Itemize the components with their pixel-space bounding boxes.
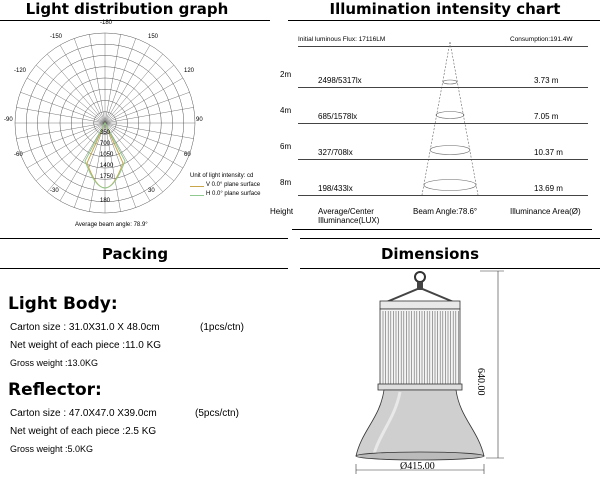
- hanging-ring: [414, 271, 426, 283]
- polar-angle-label: 120: [184, 68, 195, 74]
- luminous-flux: Initial luminous Flux: 17116LM: [298, 36, 386, 43]
- body-line-carton: Carton size : 31.0X31.0 X 48.0cm: [10, 322, 160, 333]
- row-area: 7.05 m: [534, 112, 559, 121]
- illumination-chart-title: Illumination intensity chart: [329, 0, 561, 18]
- polar-legend-v: V 0.0° plane surface: [206, 182, 261, 188]
- illum-top-rule: [298, 46, 588, 47]
- row-lux: 2498/5317lx: [318, 76, 362, 85]
- light-distribution-title: Light distribution graph: [25, 0, 229, 18]
- row-height: 6m: [280, 142, 292, 151]
- row-lux: 685/1578lx: [318, 112, 358, 121]
- reflector-shape: [355, 389, 485, 457]
- width-dimension-label: Ø415.00: [400, 461, 435, 472]
- polar-graph: [14, 32, 196, 214]
- polar-angle-label: -150: [50, 34, 63, 40]
- polar-angle-label: 30: [148, 188, 155, 194]
- polar-angle-label: -90: [4, 117, 13, 123]
- polar-ring-label: 700: [100, 141, 111, 147]
- reflector-line-net: Net weight of each piece :2.5 KG: [10, 426, 157, 437]
- light-body-heading: Light Body:: [8, 294, 118, 314]
- polar-ring-label: 1050: [100, 152, 114, 158]
- polar-ring-label: 1750: [100, 174, 114, 180]
- dimensions-title: Dimensions: [380, 245, 480, 263]
- body-line-gross: Gross weight :13.0KG: [10, 358, 99, 368]
- polar-angle-label: 90: [196, 117, 203, 123]
- row-lux: 327/708lx: [318, 148, 353, 157]
- polar-caption: Average beam angle: 78.9°: [75, 222, 148, 228]
- height-dimension-label: 640.00: [475, 368, 486, 396]
- dimension-drawing: [355, 270, 504, 474]
- polar-angle-label: -120: [14, 68, 27, 74]
- reflector-heading: Reflector:: [8, 380, 102, 400]
- row-area: 3.73 m: [534, 76, 559, 85]
- polar-legend-h: H 0.0° plane surface: [206, 191, 261, 197]
- reflector-line-carton-qty: (5pcs/ctn): [195, 408, 239, 419]
- row-area: 13.69 m: [534, 184, 563, 193]
- packing-top-rule: [0, 238, 288, 239]
- illum-footer-area: Illuminance Area(Ø): [510, 207, 581, 216]
- body-line-net: Net weight of each piece :11.0 KG: [10, 340, 162, 351]
- title-divider-left: [0, 20, 270, 21]
- reflector-line-gross: Gross weight :5.0KG: [10, 444, 94, 454]
- row-height: 8m: [280, 178, 292, 187]
- h-plane-curve: [84, 121, 126, 189]
- legend-v-swatch: [190, 186, 204, 187]
- illumination-chart-frame: [292, 33, 592, 230]
- row-lux: 198/433lx: [318, 184, 353, 193]
- legend-h-swatch: [190, 195, 204, 196]
- polar-ring-label: 1400: [100, 163, 114, 169]
- polar-legend-title: Unit of light intensity: cd: [190, 173, 254, 179]
- polar-ring-label: 350: [100, 130, 111, 136]
- illum-footer-avg: Average/Center: [318, 207, 374, 216]
- polar-angle-label: 150: [148, 34, 159, 40]
- polar-angle-label: 60: [184, 152, 191, 158]
- polar-angle-label: -30: [50, 188, 59, 194]
- consumption: Consumption:191.4W: [510, 36, 573, 43]
- body-line-carton-qty: (1pcs/ctn): [200, 322, 244, 333]
- polar-angle-label: -180: [100, 20, 113, 26]
- reflector-line-carton: Carton size : 47.0X47.0 X39.0cm: [10, 408, 157, 419]
- row-area: 10.37 m: [534, 148, 563, 157]
- row-height: 4m: [280, 106, 292, 115]
- beam-cone: [421, 41, 479, 196]
- illum-footer-beam: Beam Angle:78.6°: [413, 207, 478, 216]
- polar-angle-label: -60: [14, 152, 23, 158]
- row-rule: [298, 123, 588, 124]
- row-rule: [298, 195, 588, 196]
- packing-bottom-rule: [0, 268, 288, 269]
- row-rule: [298, 87, 588, 88]
- illum-footer-avg2: Illuminance(LUX): [318, 216, 380, 225]
- packing-title: Packing: [101, 245, 169, 263]
- title-divider-right: [288, 20, 600, 21]
- dimensions-top-rule: [300, 238, 600, 239]
- polar-angle-label: 180: [100, 198, 111, 204]
- illum-footer-height: Height: [270, 207, 294, 216]
- row-rule: [298, 159, 588, 160]
- row-height: 2m: [280, 70, 292, 79]
- dimensions-bottom-rule: [300, 268, 600, 269]
